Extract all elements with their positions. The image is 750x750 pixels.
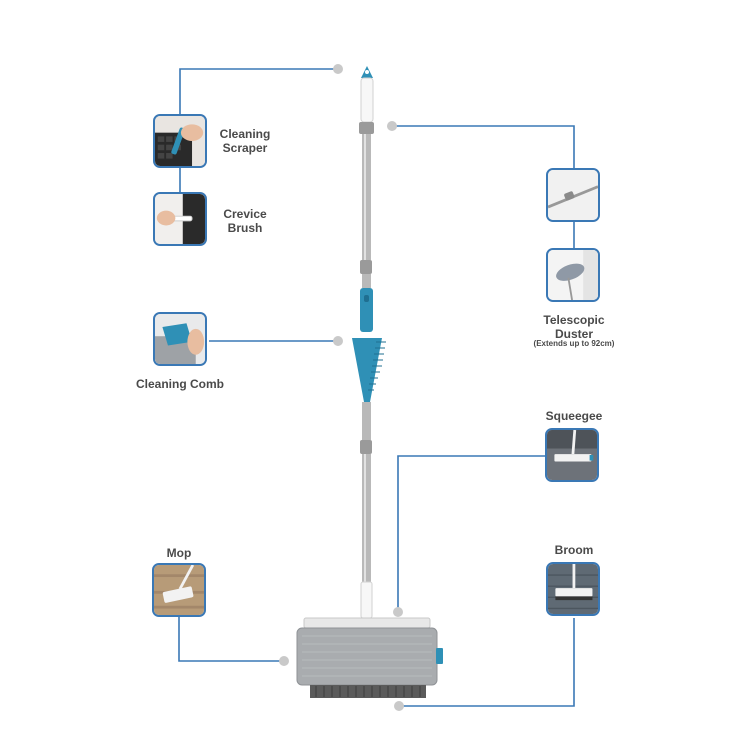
mop-on-floor-photo-icon bbox=[152, 563, 206, 617]
label-telescopic-duster-note: (Extends up to 92cm) bbox=[533, 339, 615, 348]
cleaning-comb-photo-icon bbox=[153, 312, 207, 366]
anchor-dot-scraper bbox=[333, 64, 343, 74]
connector-duster bbox=[392, 125, 575, 168]
label-broom: Broom bbox=[554, 543, 594, 557]
multi-tool-mop-product bbox=[296, 66, 443, 698]
duster-rod-photo-icon bbox=[546, 168, 600, 222]
connector-broom bbox=[400, 618, 575, 707]
broom-on-floor-photo-icon bbox=[546, 562, 600, 616]
crevice-brush-photo-icon bbox=[153, 192, 207, 246]
connector-scraper bbox=[179, 68, 338, 115]
label-squeegee: Squeegee bbox=[545, 409, 603, 423]
anchor-dot-comb bbox=[333, 336, 343, 346]
label-cleaning-comb: Cleaning Comb bbox=[135, 377, 224, 391]
connector-squeegee bbox=[397, 455, 545, 610]
label-mop: Mop bbox=[166, 546, 192, 560]
anchor-dot-squeegee bbox=[393, 607, 403, 617]
cleaning-scraper-photo-icon bbox=[153, 114, 207, 168]
anchor-dot-mop bbox=[279, 656, 289, 666]
squeegee-photo-icon bbox=[545, 428, 599, 482]
connector-mop bbox=[178, 615, 283, 662]
anchor-dot-duster bbox=[387, 121, 397, 131]
anchor-dot-broom bbox=[394, 701, 404, 711]
duster-head-photo-icon bbox=[546, 248, 600, 302]
